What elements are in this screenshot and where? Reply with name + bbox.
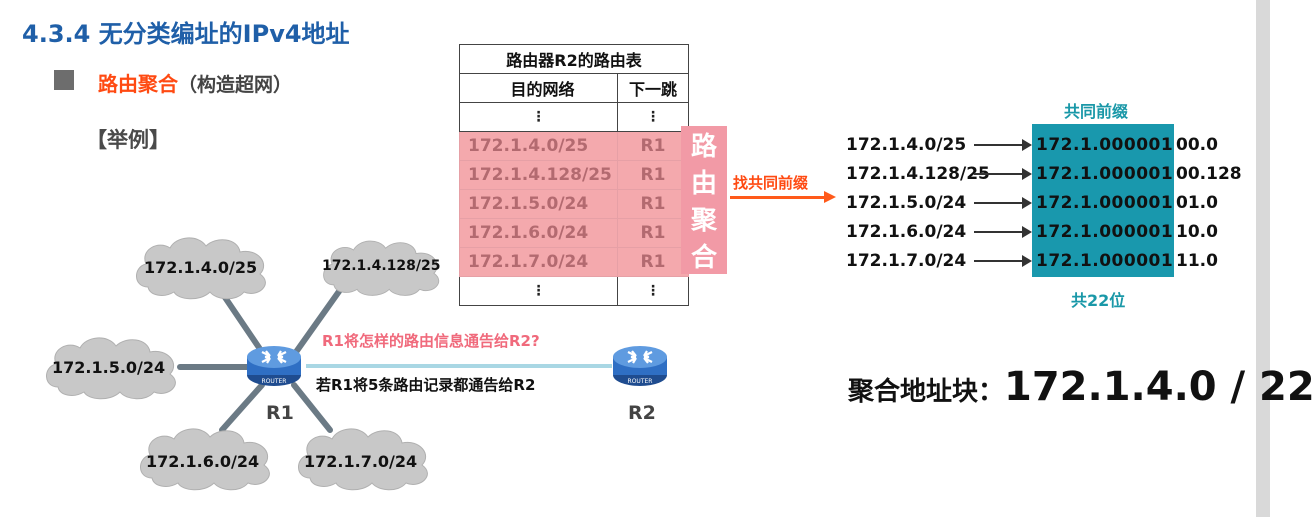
common-prefix-label: 共同前缀 — [1064, 102, 1129, 121]
cloud-icon — [136, 237, 266, 300]
destination-cell: 172.1.7.0/24 — [459, 247, 618, 277]
right-edge-strip — [1256, 0, 1270, 517]
suffix-bits: 01.0 — [1176, 193, 1218, 213]
prefix-bits: 172.1.000001 — [1036, 193, 1174, 213]
arrow-right-icon — [974, 197, 1032, 209]
aggregation-char: 合 — [690, 243, 717, 273]
router-label-r1: R1 — [266, 402, 294, 424]
arrow-right-icon — [974, 139, 1032, 151]
column-header-next-hop: 下一跳 — [617, 73, 689, 103]
example-label: 【举例】 — [86, 128, 170, 152]
ellipsis-cell: ⋮ — [459, 276, 618, 306]
aggregate-result: 聚合地址块： 172.1.4.0 / 22 — [848, 364, 1315, 410]
ellipsis-cell: ⋮ — [617, 276, 689, 306]
suffix-bits: 00.0 — [1176, 135, 1218, 155]
next-hop-cell: R1 — [617, 131, 689, 161]
question-text: R1将怎样的路由信息通告给R2? — [322, 332, 540, 350]
cloud-label: 172.1.6.0/24 — [146, 452, 260, 471]
prefix-row: 172.1.4.0/25 172.1.000001 00.0 — [846, 131, 1218, 159]
prefix-bits: 172.1.000001 — [1036, 222, 1174, 242]
next-hop-cell: R1 — [617, 218, 689, 248]
prefix-row-network: 172.1.5.0/24 — [846, 193, 967, 213]
cloud-icon — [140, 428, 270, 491]
ellipsis-cell: ⋮ — [617, 102, 689, 132]
column-header-destination: 目的网络 — [459, 73, 618, 103]
aggregation-char: 由 — [690, 169, 717, 199]
cloud-icon — [46, 337, 176, 400]
find-prefix-label: 找共同前缀 — [733, 174, 809, 192]
aggregate-value: 172.1.4.0 / 22 — [1004, 364, 1315, 410]
table-caption: 路由器R2的路由表 — [459, 44, 689, 74]
common-prefix-highlight — [1032, 124, 1174, 277]
prefix-row: 172.1.4.128/25 172.1.000001 00.128 — [846, 160, 1242, 188]
cloud-icon — [298, 428, 428, 491]
table-row: 172.1.4.128/25 R1 — [459, 160, 689, 190]
prefix-row: 172.1.6.0/24 172.1.000001 10.0 — [846, 218, 1218, 246]
prefix-row: 172.1.5.0/24 172.1.000001 01.0 — [846, 189, 1218, 217]
routing-table: 路由器R2的路由表 目的网络 下一跳 ⋮ ⋮ 172.1.4.0/25 R1 1… — [459, 44, 689, 306]
arrow-head-icon — [824, 191, 836, 203]
subtitle-note: （构造超网） — [178, 74, 293, 96]
prefix-row-network: 172.1.4.0/25 — [846, 135, 967, 155]
destination-cell: 172.1.5.0/24 — [459, 189, 618, 219]
section-subtitle: 路由聚合（构造超网） — [98, 68, 292, 97]
suffix-bits: 00.128 — [1176, 164, 1242, 184]
cloud-icon — [323, 240, 440, 296]
destination-cell: 172.1.4.128/25 — [459, 160, 618, 190]
arrow-right-icon — [974, 255, 1032, 267]
prefix-row-network: 172.1.7.0/24 — [846, 251, 967, 271]
cloud-label: 172.1.5.0/24 — [52, 358, 166, 377]
table-row: 172.1.6.0/24 R1 — [459, 218, 689, 248]
destination-cell: 172.1.4.0/25 — [459, 131, 618, 161]
prefix-row: 172.1.7.0/24 172.1.000001 11.0 — [846, 247, 1218, 275]
arrow-right-icon — [974, 168, 1032, 180]
aggregation-char: 聚 — [690, 206, 717, 236]
statement-text: 若R1将5条路由记录都通告给R2 — [316, 376, 536, 394]
route-aggregation-label: 路 由 聚 合 — [681, 126, 727, 274]
find-prefix-arrow — [730, 196, 826, 199]
prefix-row-network: 172.1.4.128/25 — [846, 164, 990, 184]
router-badge: ROUTER — [628, 378, 653, 385]
destination-cell: 172.1.6.0/24 — [459, 218, 618, 248]
cloud-label: 172.1.7.0/24 — [304, 452, 418, 471]
aggregation-char: 路 — [690, 132, 717, 162]
subtitle-highlight: 路由聚合 — [98, 72, 178, 96]
slide-title: 4.3.4 无分类编址的IPv4地址 — [22, 20, 350, 48]
ellipsis-cell: ⋮ — [459, 102, 618, 132]
prefix-row-network: 172.1.6.0/24 — [846, 222, 967, 242]
prefix-bits: 172.1.000001 — [1036, 135, 1174, 155]
suffix-bits: 11.0 — [1176, 251, 1218, 271]
table-row: 172.1.5.0/24 R1 — [459, 189, 689, 219]
next-hop-cell: R1 — [617, 160, 689, 190]
aggregate-label: 聚合地址块： — [848, 377, 1005, 407]
next-hop-cell: R1 — [617, 189, 689, 219]
cloud-label: 172.1.4.0/25 — [144, 258, 258, 277]
table-row: 172.1.7.0/24 R1 — [459, 247, 689, 277]
router-badge: ROUTER — [262, 378, 287, 385]
router-icon: ROUTER — [613, 346, 667, 386]
router-icon: ROUTER — [247, 346, 301, 386]
bullet-square-icon — [54, 70, 74, 90]
arrow-right-icon — [974, 226, 1032, 238]
table-row: 172.1.4.0/25 R1 — [459, 131, 689, 161]
router-label-r2: R2 — [628, 402, 656, 424]
prefix-length-label: 共22位 — [1071, 291, 1126, 310]
next-hop-cell: R1 — [617, 247, 689, 277]
prefix-bits: 172.1.000001 — [1036, 251, 1174, 271]
suffix-bits: 10.0 — [1176, 222, 1218, 242]
prefix-bits: 172.1.000001 — [1036, 164, 1174, 184]
cloud-label: 172.1.4.128/25 — [322, 258, 441, 274]
